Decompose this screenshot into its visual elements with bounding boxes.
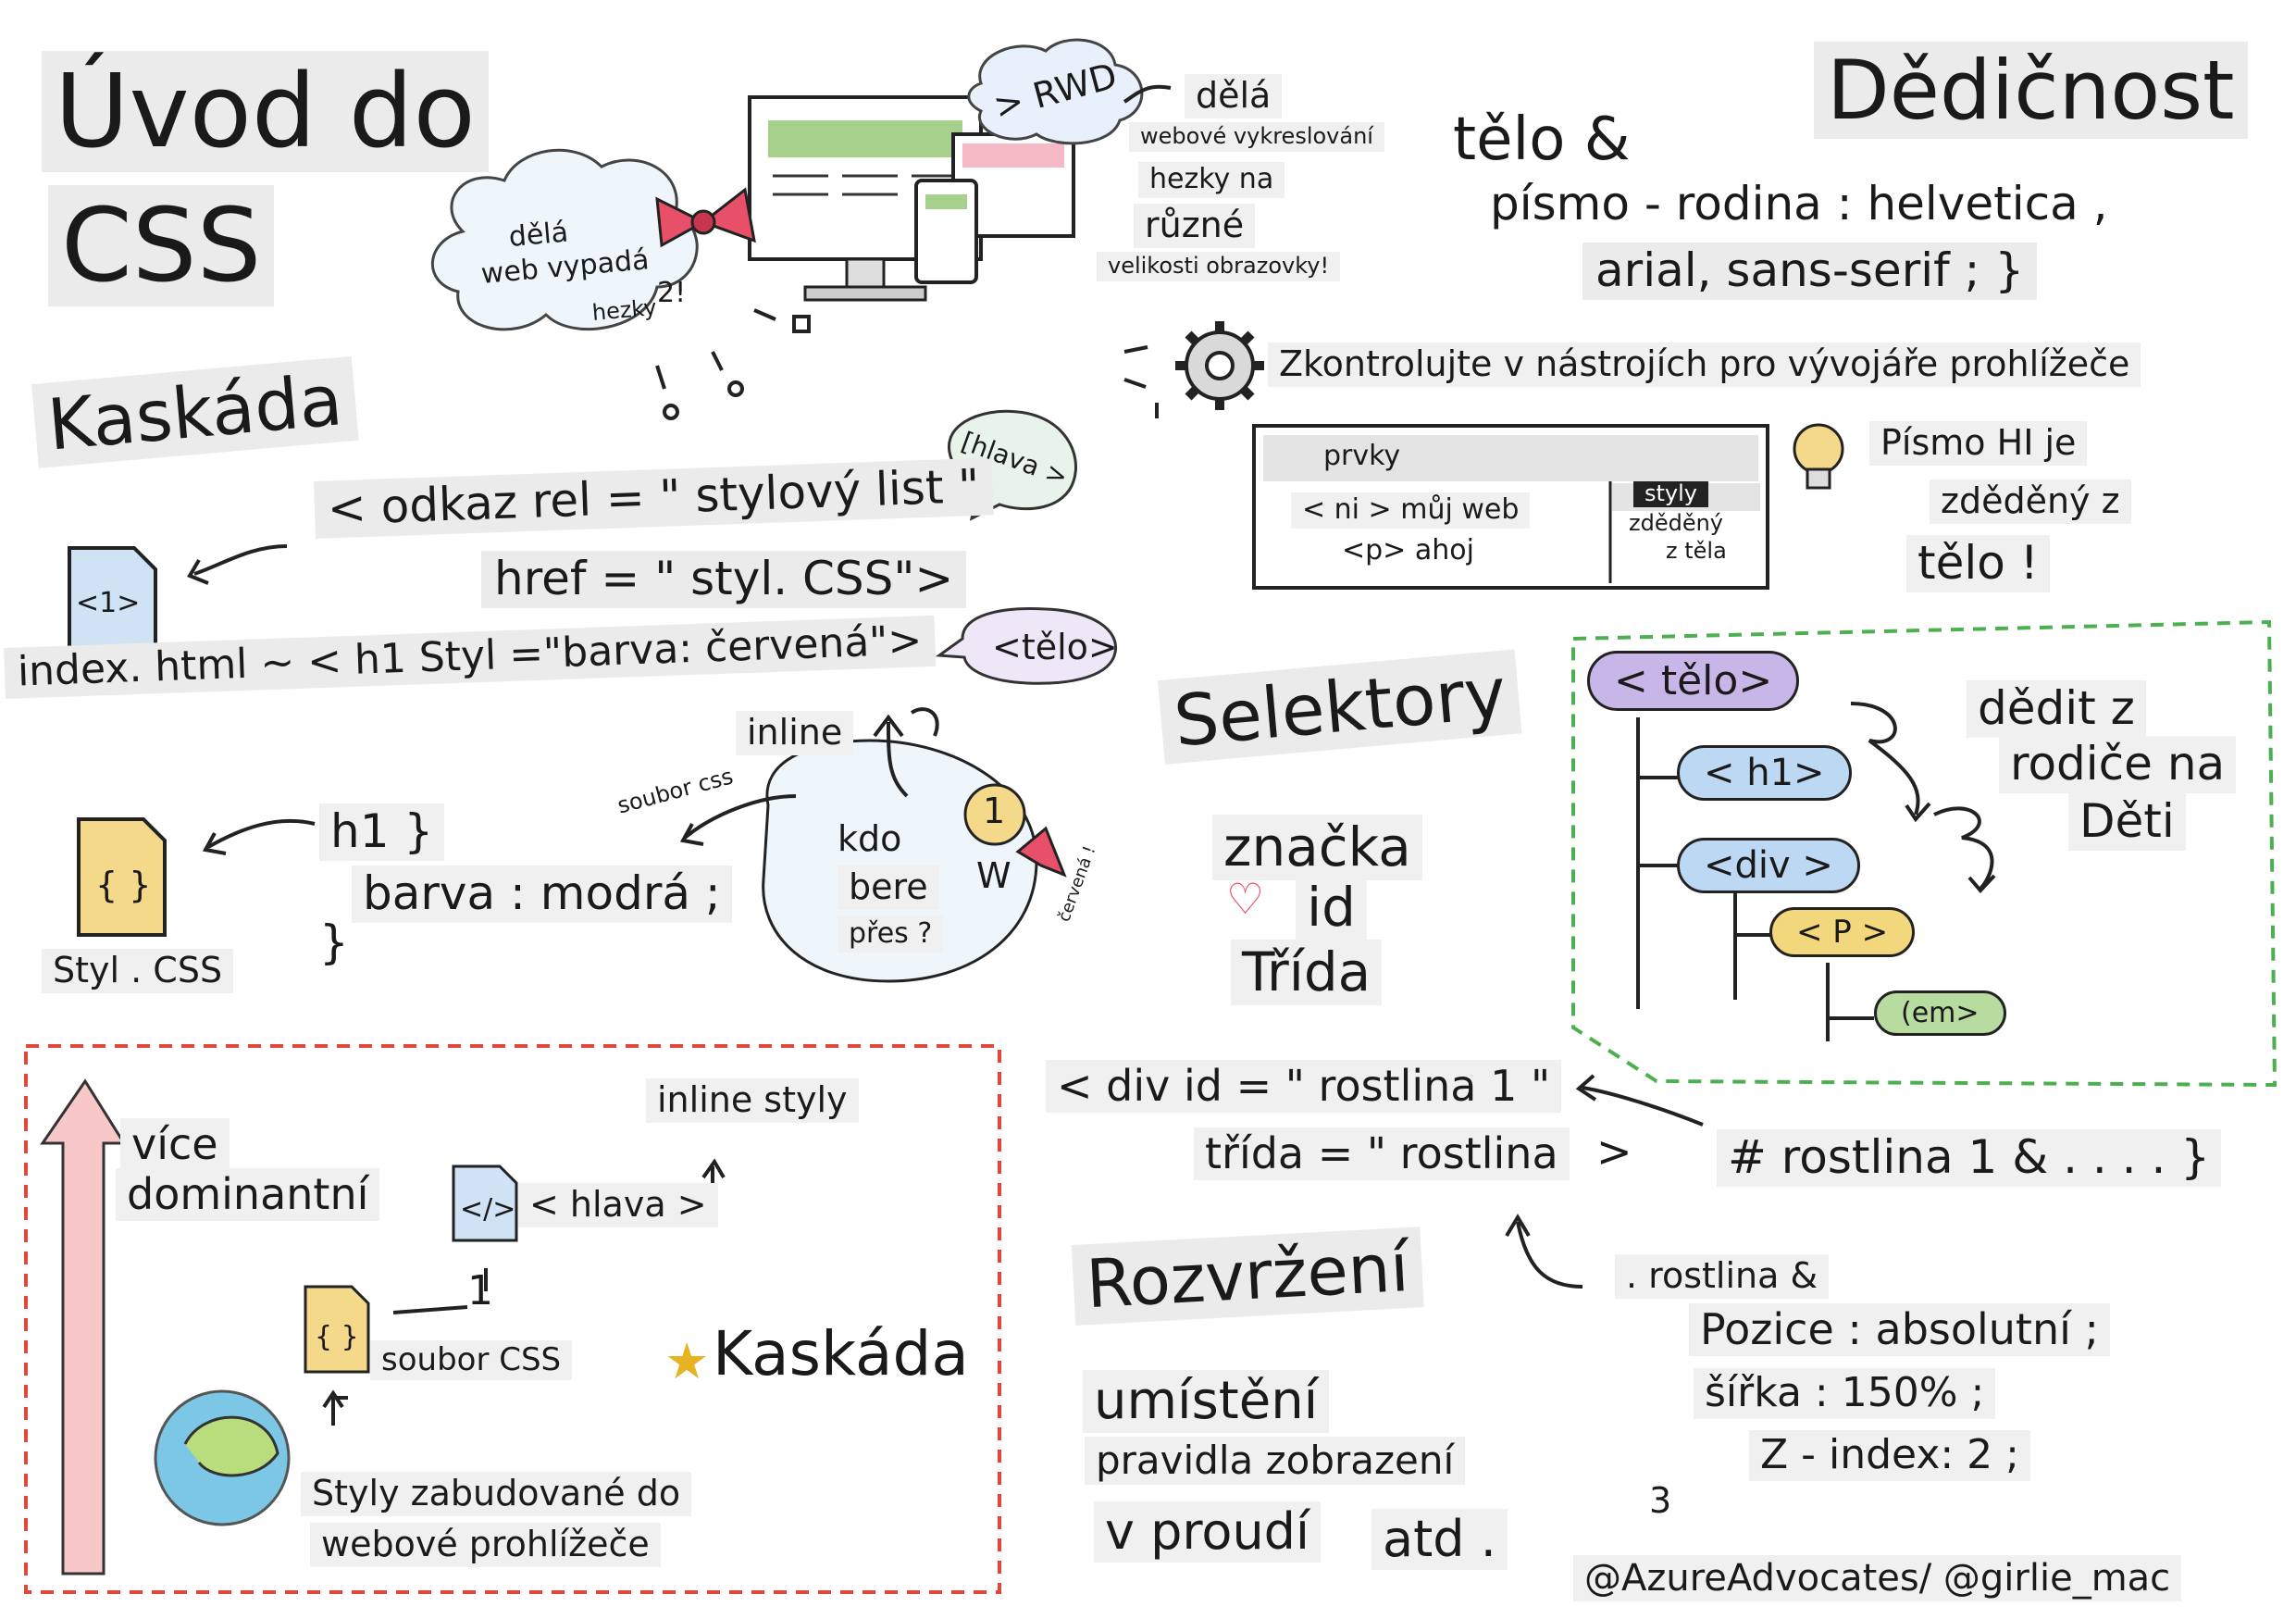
- browser-logo-drawing: [154, 1389, 291, 1526]
- inheritance-body-3: arial, sans-serif ; }: [1582, 243, 2038, 300]
- layout-item-3: v proudí: [1094, 1501, 1321, 1563]
- small-css-icon: { }: [315, 1321, 359, 1353]
- id-rule: # rostlina 1 & . . . . }: [1717, 1129, 2222, 1187]
- inheritance-body-1: tělo &: [1453, 106, 1631, 174]
- tree-box-border: [1571, 619, 2277, 1088]
- tree-caption-1: dědit z: [1967, 680, 2146, 738]
- who-wins-1: kdo: [838, 818, 902, 859]
- body-bubble-shape: [935, 607, 1118, 685]
- star-icon: ★: [664, 1332, 710, 1390]
- tree-node-body: < tělo>: [1587, 651, 1800, 711]
- class-rule-2: Pozice : absolutní ;: [1689, 1303, 2111, 1356]
- html-file-label: <1>: [76, 587, 141, 619]
- div-line-2: třída = " rostlina: [1194, 1127, 1570, 1180]
- inline-label: inline: [736, 711, 854, 755]
- devtools-note: Zkontrolujte v nástrojích pro vývojáře p…: [1268, 342, 2141, 387]
- inline-styles-label: inline styly: [646, 1078, 859, 1123]
- rwd-desc-3: hezky na: [1138, 162, 1285, 198]
- tree-caption-3: Děti: [2068, 793, 2186, 851]
- font-note-1: Písmo HI je: [1869, 421, 2088, 466]
- div-line-1: < div id = " rostlina 1 ": [1046, 1060, 1562, 1113]
- devtools-row-2: <p> ahoj: [1342, 534, 1474, 567]
- class-rule-3: šířka : 150% ;: [1694, 1368, 1996, 1419]
- devtools-styles-2: z těla: [1666, 538, 1727, 564]
- bow-drawing: [655, 187, 756, 248]
- tree-node-p: < P >: [1769, 907, 1916, 957]
- font-note-2: zděděný z: [1930, 479, 2131, 524]
- browser-defaults-2: webové prohlížeče: [310, 1523, 661, 1567]
- tree-node-em: (em>: [1874, 990, 2006, 1036]
- head-label: < hlava >: [518, 1183, 718, 1227]
- css-file-label: soubor CSS: [370, 1340, 573, 1381]
- winner-letter: W: [976, 855, 1011, 896]
- more-dominant-1: více: [120, 1118, 230, 1171]
- css-small-file-drawing: [304, 1285, 370, 1374]
- inheritance-body-2: písmo - rodina : helvetica ,: [1490, 177, 2108, 230]
- body-bubble-text: <tělo>: [992, 627, 1118, 667]
- page-title-line2: CSS: [48, 185, 275, 306]
- tree-node-h1: < h1>: [1677, 745, 1852, 801]
- head-file-drawing: [452, 1164, 518, 1242]
- cascade-rule-1: h1 }: [319, 803, 445, 861]
- dominance-arrow: [40, 1078, 127, 1575]
- inheritance-title: Dědičnost: [1814, 42, 2248, 140]
- cloud-text-4: 2!: [657, 277, 687, 309]
- gear-drawing: [1175, 321, 1264, 410]
- who-wins-3: přes ?: [838, 916, 944, 953]
- browser-defaults-1: Styly zabudované do: [301, 1472, 692, 1516]
- priority-cascade-label: Kaskáda: [713, 1318, 969, 1389]
- cascade-rule-3: }: [319, 915, 349, 969]
- pretty-web-cloud: [431, 148, 699, 331]
- layout-item-4: atd .: [1371, 1509, 1508, 1571]
- winner-badge: 1: [983, 791, 1006, 831]
- tree-lines: [1636, 717, 1874, 1041]
- tree-node-div: <div >: [1677, 838, 1860, 893]
- layout-number: 3: [1649, 1480, 1672, 1521]
- cascade-link-2: href = " styl. CSS">: [481, 551, 967, 608]
- more-dominant-2: dominantní: [116, 1168, 380, 1221]
- css-file-drawing: [77, 817, 167, 937]
- selector-item-id: id: [1296, 875, 1367, 940]
- cascade-rule-2: barva : modrá ;: [352, 866, 732, 923]
- layout-item-1: umístění: [1083, 1370, 1330, 1434]
- div-line-2-end: >: [1596, 1127, 1632, 1177]
- devtools-tab-elements: prvky: [1323, 440, 1401, 472]
- class-rule-1: . rostlina &: [1615, 1254, 1830, 1299]
- rwd-desc-2: webové vykreslování: [1129, 122, 1384, 152]
- rwd-desc-5: velikosti obrazovky!: [1097, 252, 1341, 281]
- layout-item-2: pravidla zobrazení: [1085, 1437, 1466, 1486]
- monitor-drawing: [748, 95, 1075, 302]
- heart-icon: ♡: [1226, 874, 1265, 924]
- devtools-styles-tab: styly: [1633, 480, 1708, 507]
- tree-caption-2: rodiče na: [1999, 736, 2237, 793]
- devtools-row-1: < ni > můj web: [1291, 492, 1531, 529]
- class-rule-4: Z - index: 2 ;: [1749, 1430, 2030, 1481]
- priority-number: 1: [467, 1267, 493, 1314]
- html-file-drawing: [68, 546, 157, 650]
- priority-box-border: [24, 1044, 1001, 1594]
- rwd-desc-1: dělá: [1185, 74, 1283, 118]
- css-icon-braces: { }: [95, 865, 152, 905]
- devtools-styles-1: zděděný: [1629, 510, 1724, 536]
- credit-text: @AzureAdvocates/ @girlie_mac: [1573, 1555, 2182, 1601]
- page-title-line1: Úvod do: [42, 51, 489, 172]
- decor-marks: [655, 308, 1159, 420]
- head-icon: </>: [460, 1193, 516, 1226]
- bulb-drawing: [1793, 423, 1844, 490]
- inherit-arrows: [1850, 702, 1996, 893]
- rwd-desc-4: různé: [1134, 204, 1256, 248]
- selector-item-tag: značka: [1212, 815, 1422, 880]
- font-note-3: tělo !: [1906, 535, 2050, 592]
- medal-drawing: [963, 783, 1067, 878]
- cloud-text-1: dělá: [507, 216, 570, 254]
- connector-arrows: [187, 84, 1704, 1426]
- who-wins-2: bere: [838, 866, 939, 910]
- rwd-cloud: [967, 38, 1144, 145]
- css-file-name: Styl . CSS: [42, 949, 234, 993]
- selector-item-class: Třída: [1231, 940, 1383, 1005]
